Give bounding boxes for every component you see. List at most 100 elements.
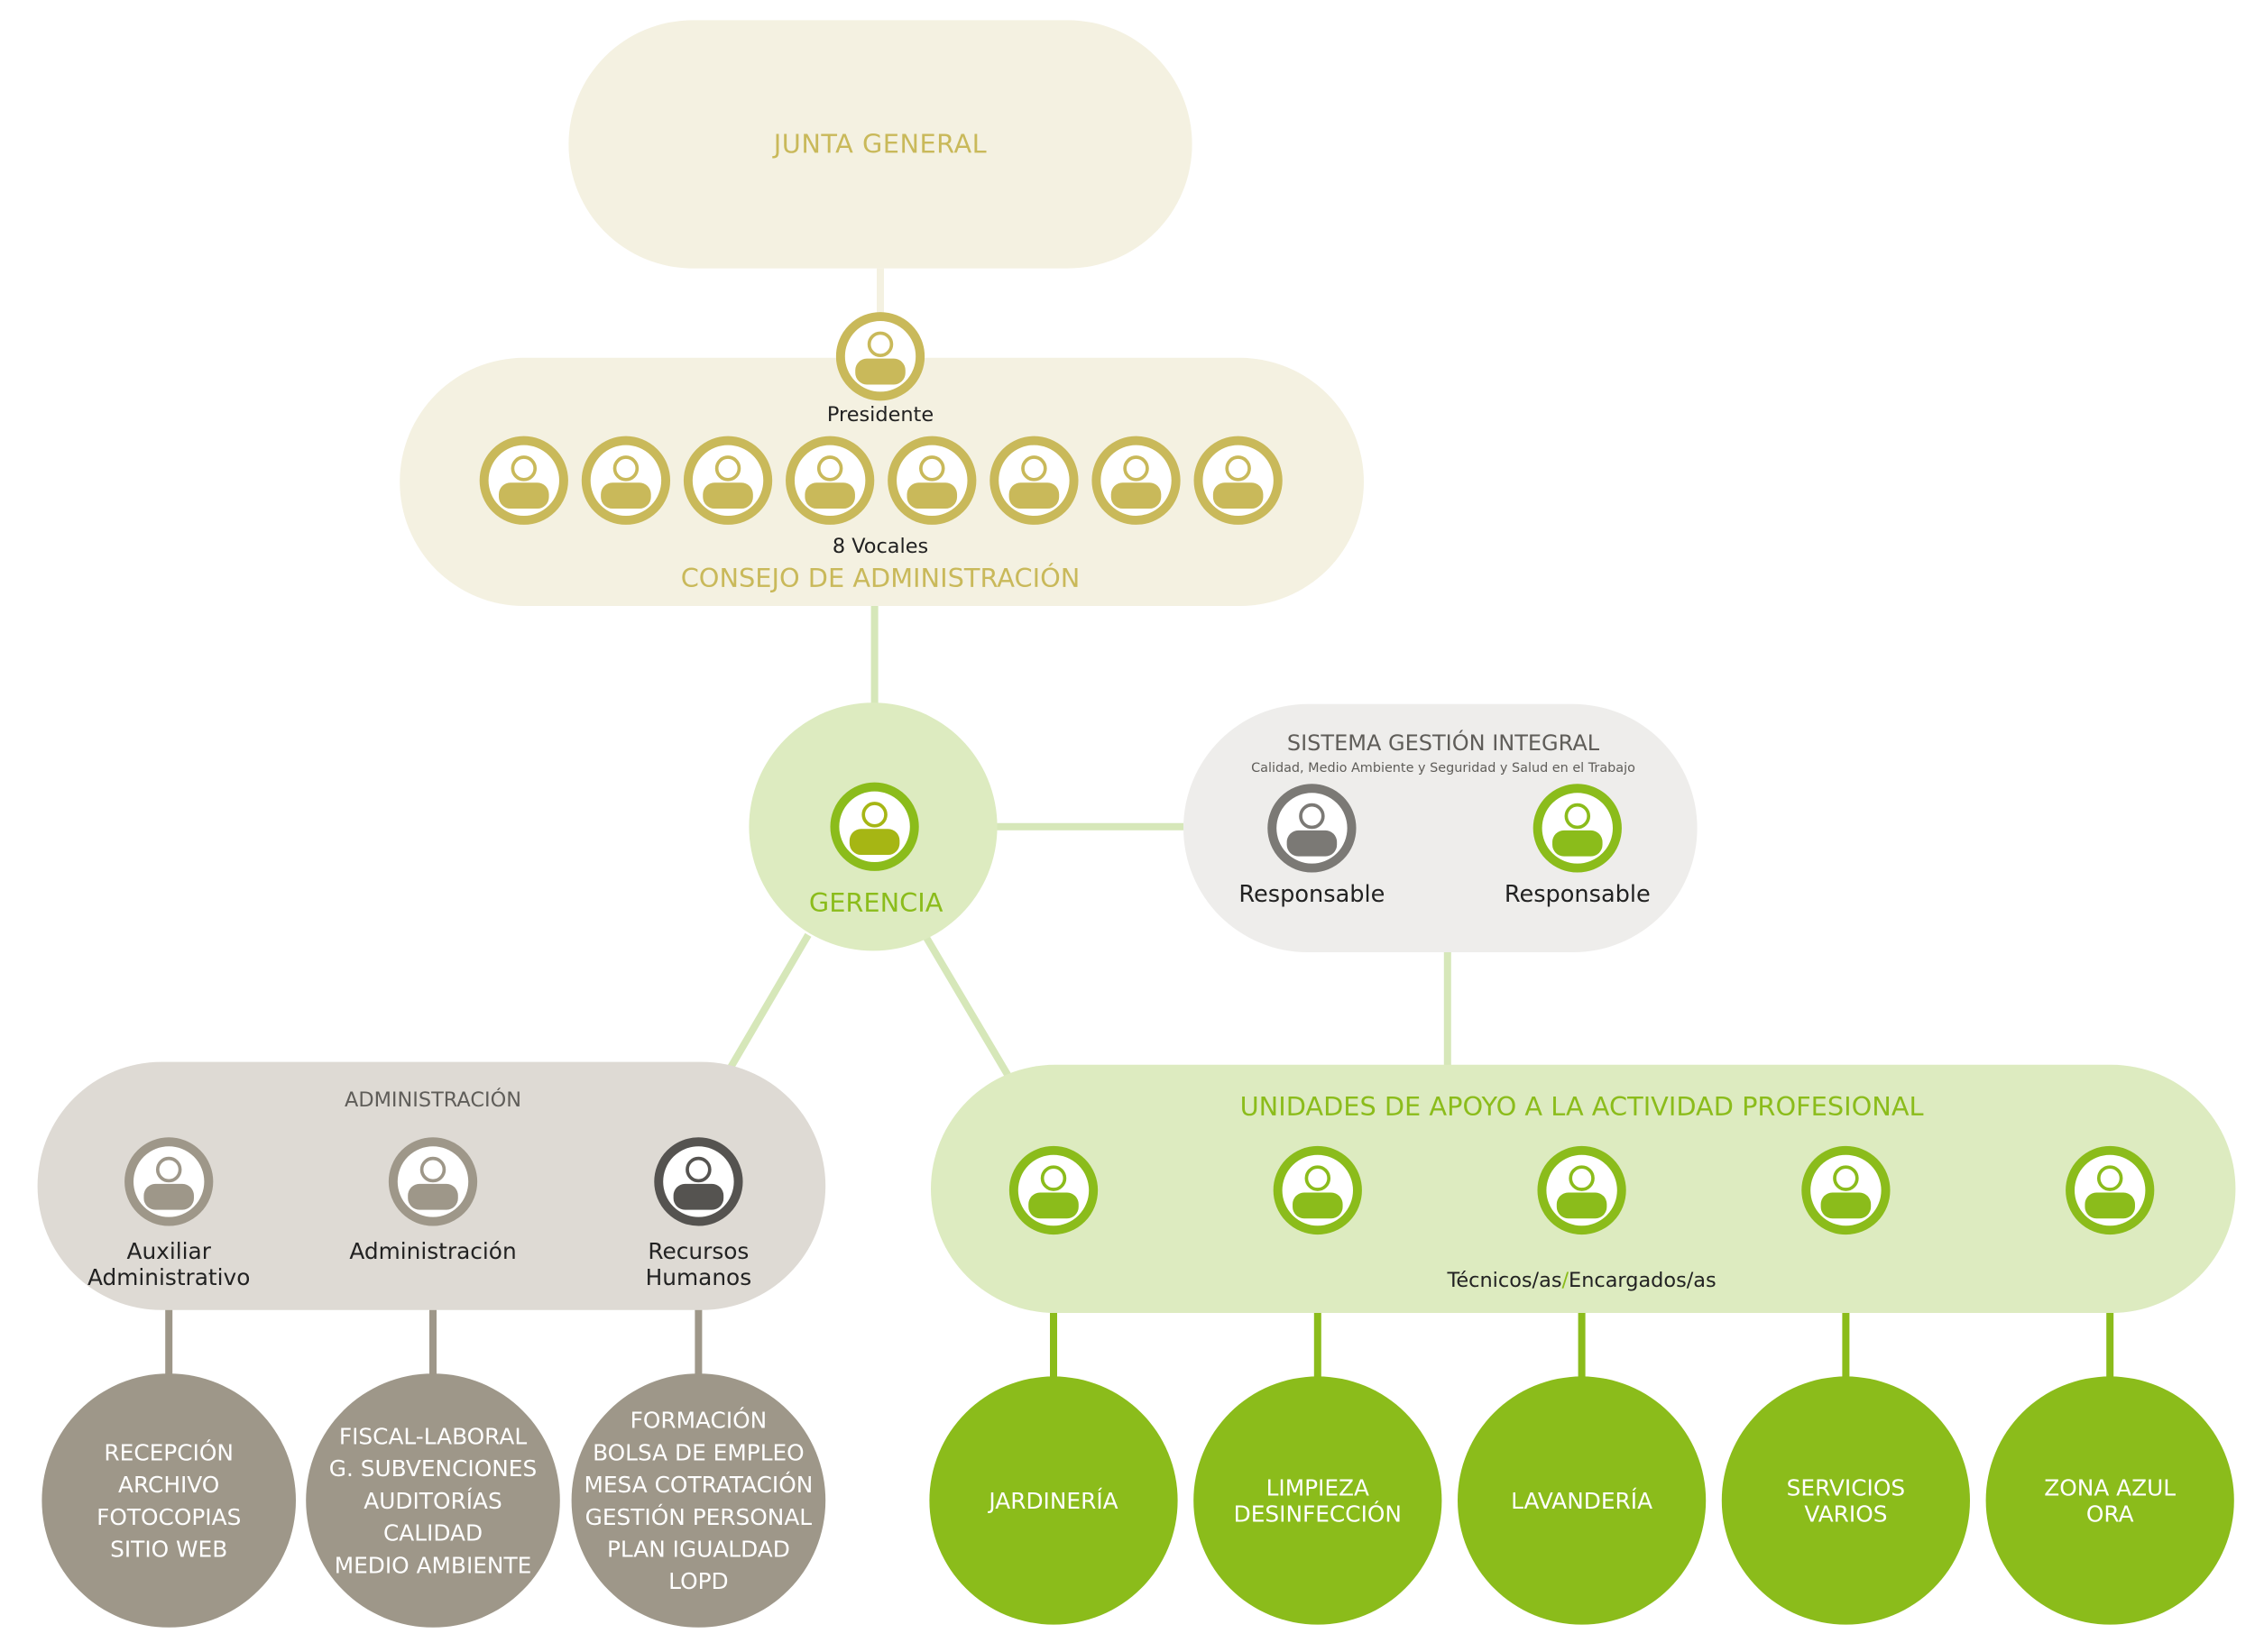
unit-person-icon bbox=[2066, 1145, 2155, 1235]
person-head bbox=[861, 802, 888, 828]
text-line: JARDINERÍA bbox=[987, 1488, 1118, 1514]
text-line: PLAN IGUALDAD bbox=[607, 1536, 790, 1562]
person-body bbox=[1028, 1192, 1079, 1219]
text-line: Administrativo bbox=[87, 1264, 250, 1290]
vocal-person-icon bbox=[989, 436, 1079, 525]
person-body bbox=[143, 1183, 194, 1210]
text-line: VARIOS bbox=[1804, 1501, 1887, 1527]
vocal-person-icon bbox=[786, 436, 875, 525]
role-label: Administración bbox=[349, 1238, 516, 1264]
unit-circle bbox=[1193, 1376, 1442, 1625]
text-line: Auxiliar bbox=[126, 1238, 211, 1264]
person-body bbox=[408, 1183, 458, 1210]
person-head bbox=[2096, 1165, 2123, 1191]
person-body bbox=[1820, 1192, 1872, 1219]
person-head bbox=[1569, 1165, 1595, 1191]
person-body bbox=[601, 482, 651, 509]
vocal-person-icon bbox=[888, 436, 977, 525]
person-head bbox=[1833, 1165, 1859, 1191]
text-line: DESINFECCIÓN bbox=[1234, 1500, 1402, 1527]
person-body bbox=[855, 358, 906, 385]
person-body bbox=[907, 482, 958, 509]
person-head bbox=[816, 455, 843, 482]
sgi-subtitle: Calidad, Medio Ambiente y Seguridad y Sa… bbox=[1251, 761, 1635, 776]
staff-label-encargados: Encargados/as bbox=[1569, 1269, 1717, 1292]
person-head bbox=[714, 455, 741, 482]
role-person-icon bbox=[124, 1137, 214, 1226]
unidades-staff-label: Técnicos/as/Encargados/as bbox=[1447, 1269, 1717, 1292]
text-line: G. SUBVENCIONES bbox=[329, 1455, 537, 1482]
text-line: FISCAL-LABORAL bbox=[339, 1424, 528, 1450]
connector-gerencia-unidades bbox=[923, 935, 1014, 1081]
text-line: ZONA AZUL bbox=[2044, 1475, 2176, 1501]
sgi-title: SISTEMA GESTIÓN INTEGRAL bbox=[1287, 729, 1600, 756]
text-line: Humanos bbox=[646, 1264, 752, 1290]
person-head bbox=[1299, 803, 1325, 830]
person-body bbox=[1212, 482, 1264, 509]
person-head bbox=[612, 455, 640, 482]
vocal-person-icon bbox=[683, 436, 773, 525]
president-person-icon bbox=[835, 312, 925, 401]
person-body bbox=[673, 1183, 724, 1210]
person-head bbox=[867, 331, 894, 358]
person-body bbox=[1552, 830, 1603, 857]
text-line: LIMPIEZA bbox=[1266, 1475, 1369, 1501]
person-body bbox=[1008, 482, 1060, 509]
president-label: Presidente bbox=[827, 403, 934, 427]
text-line: FOTOCOPIAS bbox=[97, 1504, 241, 1530]
unit-circle bbox=[1458, 1376, 1707, 1625]
consejo-title: CONSEJO DE ADMINISTRACIÓN bbox=[681, 563, 1081, 593]
vocal-person-icon bbox=[581, 436, 671, 525]
person-head bbox=[1123, 455, 1149, 482]
person-head bbox=[1564, 803, 1591, 830]
vocales-label: 8 Vocales bbox=[833, 535, 928, 558]
responsable-person-icon bbox=[1267, 784, 1357, 873]
person-body bbox=[1556, 1192, 1607, 1219]
text-line: RECEPCIÓN bbox=[104, 1438, 234, 1465]
connector-gerencia-administracion bbox=[725, 932, 812, 1073]
text-line: GESTIÓN PERSONAL bbox=[585, 1503, 813, 1530]
person-body bbox=[1293, 1192, 1343, 1219]
gerencia-node[interactable]: GERENCIA bbox=[749, 702, 998, 951]
consejo-node[interactable]: Presidente 8 Vocales CONSEJO DE ADMINIST… bbox=[400, 312, 1365, 606]
unidades-node[interactable]: UNIDADES DE APOYO A LA ACTIVIDAD PROFESI… bbox=[931, 1064, 2236, 1313]
text-line: SITIO WEB bbox=[110, 1536, 227, 1562]
vocal-person-icon bbox=[1193, 436, 1283, 525]
person-head bbox=[1304, 1165, 1331, 1191]
person-head bbox=[686, 1156, 712, 1183]
junta-general-node[interactable]: JUNTA GENERAL bbox=[568, 20, 1192, 269]
text-line: FORMACIÓN bbox=[630, 1407, 768, 1434]
person-body bbox=[1286, 830, 1338, 857]
task-circle bbox=[571, 1373, 826, 1628]
person-body bbox=[1110, 482, 1162, 509]
text-line: MEDIO AMBIENTE bbox=[335, 1552, 532, 1578]
unidades-title: UNIDADES DE APOYO A LA ACTIVIDAD PROFESI… bbox=[1240, 1091, 1924, 1122]
person-body bbox=[849, 829, 900, 856]
text-line: MESA COTRATACIÓN bbox=[584, 1471, 814, 1498]
task-list: FORMACIÓN BOLSA DE EMPLEO MESA COTRATACIÓN… bbox=[584, 1407, 814, 1594]
person-head bbox=[1021, 455, 1047, 482]
unit-person-icon bbox=[1537, 1145, 1626, 1235]
task-circle bbox=[41, 1373, 296, 1628]
vocales-icons bbox=[479, 436, 1283, 525]
unidades-icons bbox=[1008, 1145, 2155, 1235]
unit-person-icon bbox=[1801, 1145, 1891, 1235]
person-head bbox=[1040, 1165, 1067, 1191]
staff-label-tecnicos: Técnicos/as bbox=[1447, 1269, 1562, 1292]
text-line: LAVANDERÍA bbox=[1511, 1488, 1652, 1514]
text-line: LOPD bbox=[668, 1568, 729, 1594]
person-head bbox=[511, 455, 538, 482]
person-body bbox=[2085, 1192, 2135, 1219]
sgi-node[interactable]: SISTEMA GESTIÓN INTEGRAL Calidad, Medio … bbox=[1183, 703, 1698, 952]
person-body bbox=[805, 482, 855, 509]
text-line: BOLSA DE EMPLEO bbox=[593, 1439, 805, 1465]
sgi-box bbox=[1183, 703, 1698, 952]
junta-general-box bbox=[568, 20, 1192, 269]
